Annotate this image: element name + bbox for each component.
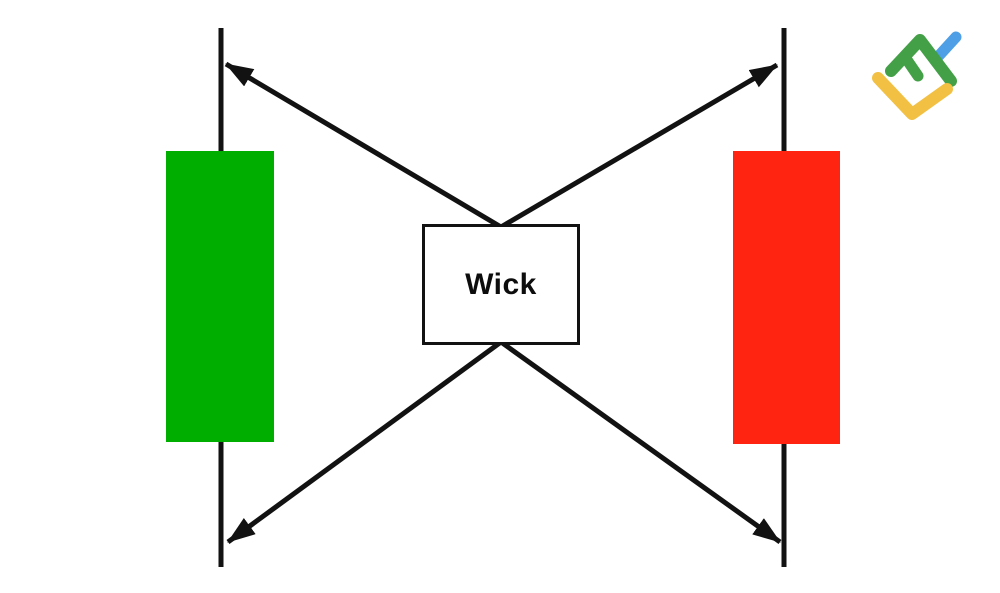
wick-label: Wick bbox=[465, 267, 537, 301]
arrow-to-lower-right-wick bbox=[499, 339, 782, 545]
logo-yellow-check bbox=[872, 72, 953, 120]
litefinance-logo-icon bbox=[872, 31, 962, 120]
bullish-candle-body bbox=[166, 151, 274, 442]
arrow-to-upper-left-wick bbox=[224, 61, 503, 230]
arrow-to-lower-left-wick bbox=[226, 339, 503, 545]
logo-green-arm-stroke bbox=[899, 51, 924, 82]
logo-green-peak-stroke bbox=[885, 34, 957, 87]
wick-label-box: Wick bbox=[422, 224, 580, 345]
bearish-candle-body bbox=[733, 151, 840, 444]
arrow-to-upper-right-wick bbox=[499, 62, 779, 230]
